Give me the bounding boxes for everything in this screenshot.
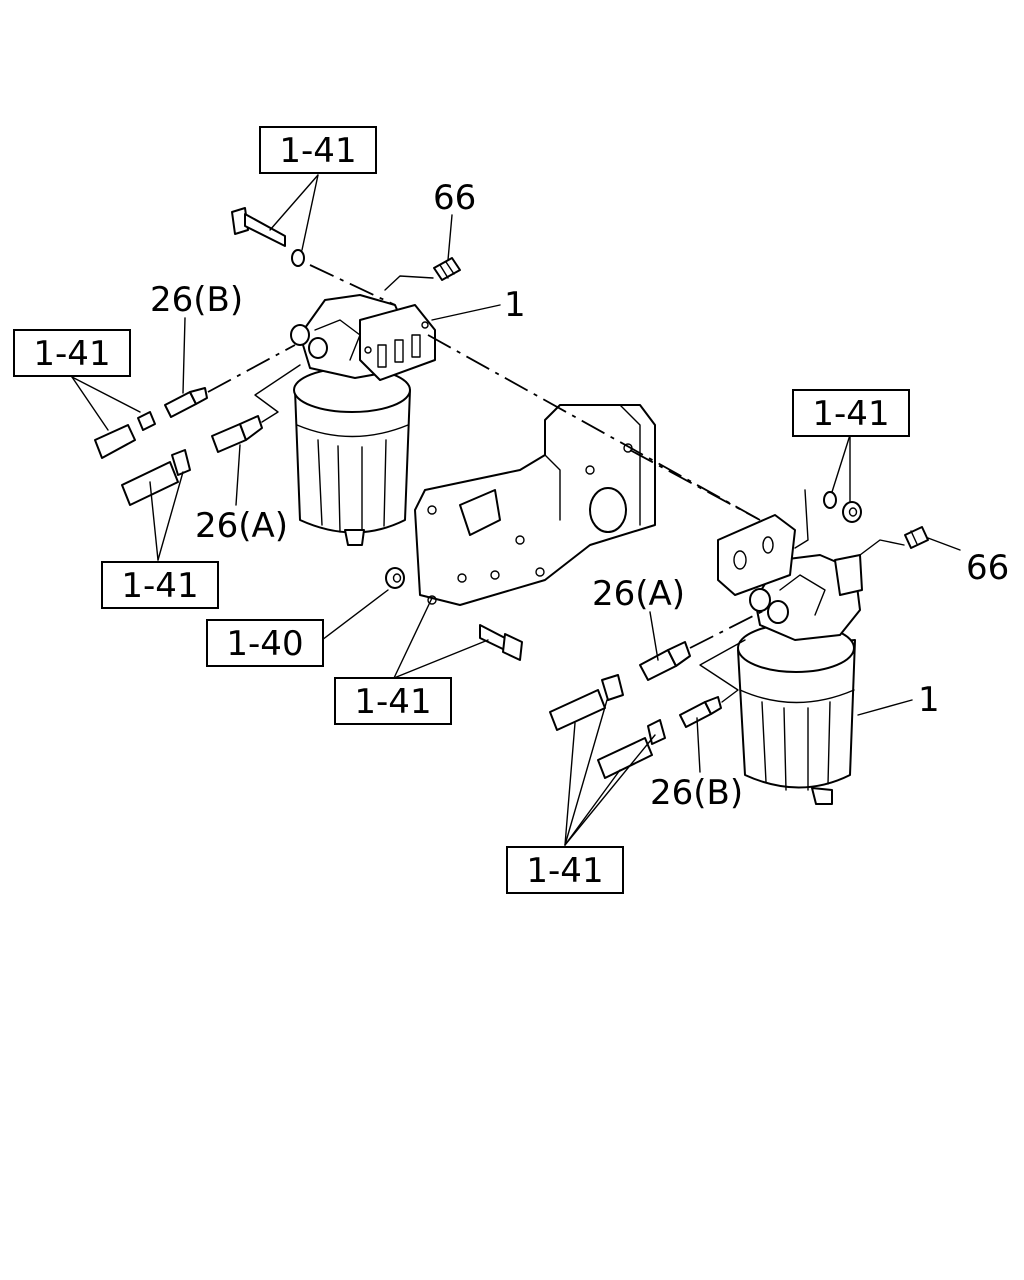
callout-box-left	[13, 329, 131, 377]
callout-ref-top: 1-41	[279, 131, 356, 171]
right-fitting-26a	[639, 609, 766, 681]
callout-ref-bracket-bolts: 1-41	[354, 682, 431, 722]
callout-ref-bracket-nut: 1-40	[226, 624, 303, 664]
left-drain-plug	[384, 257, 461, 291]
right-fitting-26b	[679, 639, 746, 728]
callout-box-right-lower	[506, 846, 624, 894]
callout-ref-left: 1-41	[33, 334, 110, 374]
bracket-bolt	[479, 624, 523, 661]
left-fitting-26b	[164, 344, 296, 418]
part-label-66-left: 66	[433, 178, 476, 218]
callout-box-bracket-nut	[206, 619, 324, 667]
part-label-66-right: 66	[966, 548, 1009, 588]
part-label-1-left: 1	[504, 285, 526, 325]
callout-box-right-top	[792, 389, 910, 437]
bracket-nut	[385, 567, 405, 589]
right-mount-washer	[794, 489, 862, 549]
left-mount-bolt	[231, 207, 396, 306]
left-hose-lower	[121, 449, 191, 506]
part-label-1-right: 1	[918, 680, 940, 720]
part-label-26b-right: 26(B)	[650, 773, 743, 813]
part-label-26b-left: 26(B)	[150, 280, 243, 320]
right-hose-upper	[549, 674, 624, 731]
right-fuel-filter	[717, 514, 863, 805]
callout-ref-right-top: 1-41	[812, 394, 889, 434]
callout-box-bracket-bolts	[334, 677, 452, 725]
left-fuel-filter	[290, 294, 436, 546]
callout-ref-left-lower: 1-41	[121, 566, 198, 606]
leader-lines	[71, 174, 961, 846]
assembly-line-left-right	[427, 334, 761, 521]
left-fitting-26a	[211, 364, 301, 453]
assembly-line-bracket-right	[629, 449, 761, 521]
callout-box-top	[259, 126, 377, 174]
right-drain-plug	[859, 526, 929, 556]
left-hose-upper	[94, 411, 156, 459]
callout-ref-right-lower: 1-41	[526, 851, 603, 891]
right-hose-lower	[597, 719, 666, 779]
callout-box-left-lower	[101, 561, 219, 609]
part-label-26a-left: 26(A)	[195, 506, 288, 546]
part-label-26a-right: 26(A)	[592, 574, 685, 614]
mounting-bracket	[414, 404, 656, 606]
